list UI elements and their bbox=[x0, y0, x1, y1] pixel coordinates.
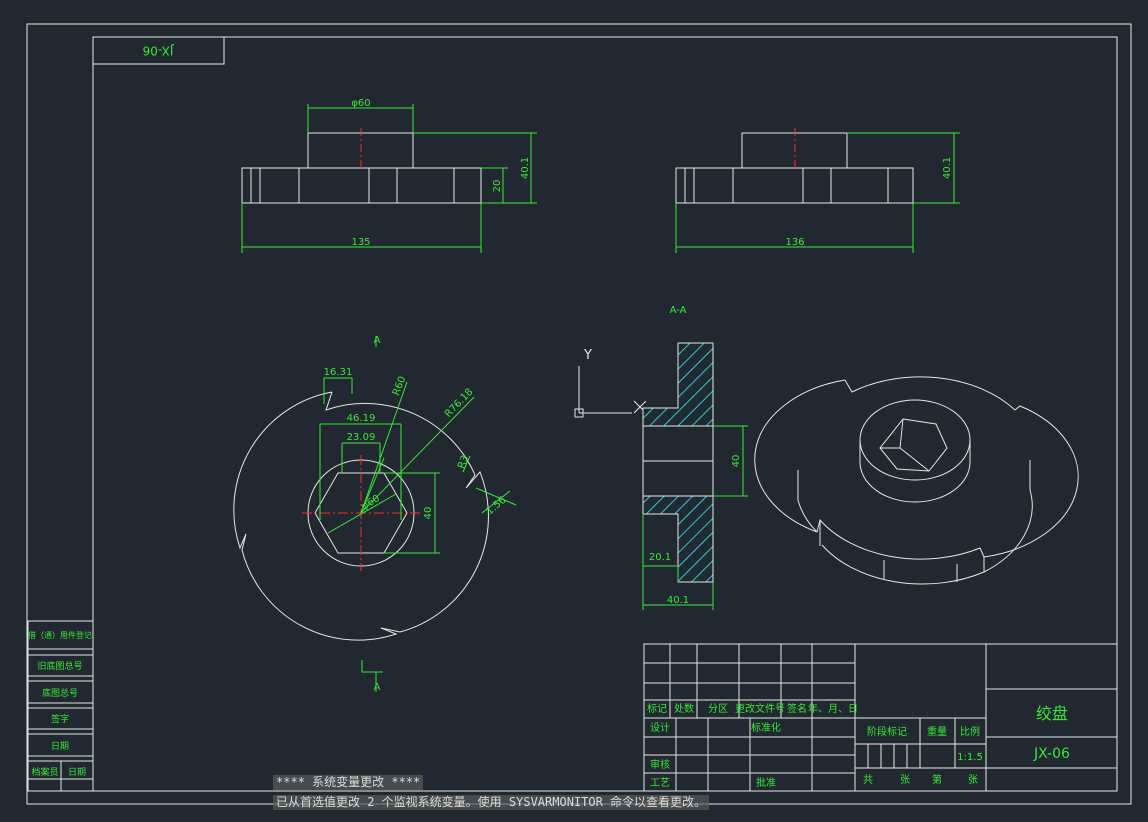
tb-head-2: 分区 bbox=[708, 703, 728, 715]
tb-head-0: 标记 bbox=[647, 703, 667, 715]
dim-plan-156: 1.56 bbox=[484, 495, 508, 518]
tb-page: 第 bbox=[932, 773, 942, 786]
dim-plan-40: 40 bbox=[423, 507, 434, 520]
tb-weight: 重量 bbox=[927, 725, 947, 738]
dim-plan-46: 46.19 bbox=[347, 413, 376, 424]
side-view[interactable] bbox=[675, 128, 914, 204]
title-block bbox=[643, 643, 1118, 792]
dim-side-height: 40.1 bbox=[942, 157, 953, 179]
inner-frame bbox=[92, 36, 1118, 792]
outer-frame bbox=[26, 23, 1132, 805]
dim-plan-r3: R3 bbox=[456, 454, 471, 470]
dim-front-height: 40.1 bbox=[520, 157, 531, 179]
isometric-view[interactable] bbox=[754, 376, 1079, 585]
dim-side-len: 136 bbox=[785, 237, 804, 248]
front-view[interactable] bbox=[241, 128, 482, 204]
tb-part-code: JX-06 bbox=[1033, 746, 1070, 762]
section-marker-bottom: A bbox=[374, 682, 381, 693]
tb-role-process: 工艺 bbox=[650, 777, 670, 789]
code-box bbox=[92, 36, 225, 65]
plan-view-dims bbox=[319, 336, 517, 692]
tb-ratio: 比例 bbox=[960, 725, 980, 738]
tb-head-3: 更改文件号 bbox=[735, 702, 785, 715]
dim-plan-23: 23.09 bbox=[347, 432, 376, 443]
left-strip-row-0: 借（通）用件登记 bbox=[28, 630, 92, 640]
left-strip-row-2: 底图总号 bbox=[42, 687, 78, 699]
left-strip-table bbox=[27, 620, 94, 792]
dim-plan-16: 16.31 bbox=[324, 367, 353, 378]
tb-ratio-value: 1:1.5 bbox=[957, 752, 983, 763]
dim-section-20: 20.1 bbox=[649, 552, 671, 563]
dim-plan-dia: φ60 bbox=[360, 493, 382, 512]
section-marker-top: A bbox=[374, 335, 381, 346]
tb-sheets2: 张 bbox=[968, 774, 978, 786]
tb-role-design: 设计 bbox=[650, 721, 670, 734]
tb-role-review: 审核 bbox=[650, 758, 670, 771]
dim-section-401: 40.1 bbox=[667, 595, 689, 606]
ucs-icon bbox=[574, 366, 647, 418]
left-strip-row-5: 档案员 bbox=[31, 766, 58, 778]
tb-head-1: 处数 bbox=[674, 702, 694, 715]
ucs-y-label: Y bbox=[583, 348, 592, 363]
tb-role-standard: 标准化 bbox=[751, 721, 781, 734]
left-strip-row-3: 签字 bbox=[51, 713, 69, 725]
tb-role-approve: 批准 bbox=[756, 776, 776, 789]
tb-sheets: 张 bbox=[900, 774, 910, 786]
dim-section-40: 40 bbox=[731, 455, 742, 468]
dim-front-thick: 20 bbox=[492, 180, 503, 193]
left-strip-row-4: 日期 bbox=[51, 741, 69, 752]
section-view-dims bbox=[642, 425, 748, 610]
plan-view[interactable] bbox=[233, 391, 489, 641]
side-view-dims bbox=[675, 132, 960, 253]
code-box-text: JX-06 bbox=[143, 44, 175, 58]
section-view[interactable] bbox=[642, 342, 714, 583]
command-history-line-2: 已从首选值更改 2 个监视系统变量。使用 SYSVARMONITOR 命令以查看… bbox=[273, 795, 710, 810]
front-view-dims bbox=[241, 104, 537, 253]
dim-front-dia: φ60 bbox=[351, 98, 370, 109]
tb-head-5: 年、月、日 bbox=[808, 702, 858, 715]
left-strip-row-6: 日期 bbox=[68, 767, 86, 778]
dim-plan-r76: R76.18 bbox=[443, 387, 476, 420]
section-title: A-A bbox=[670, 305, 687, 316]
command-history-line-1: **** 系统变量更改 **** bbox=[273, 775, 424, 790]
tb-total: 共 bbox=[863, 774, 873, 786]
tb-stage-mark: 阶段标记 bbox=[867, 725, 907, 738]
tb-part-name: 绞盘 bbox=[1036, 704, 1068, 723]
dim-front-len: 135 bbox=[351, 237, 370, 248]
left-strip-row-1: 旧底图总号 bbox=[37, 660, 82, 672]
tb-head-4: 签名 bbox=[787, 702, 807, 715]
